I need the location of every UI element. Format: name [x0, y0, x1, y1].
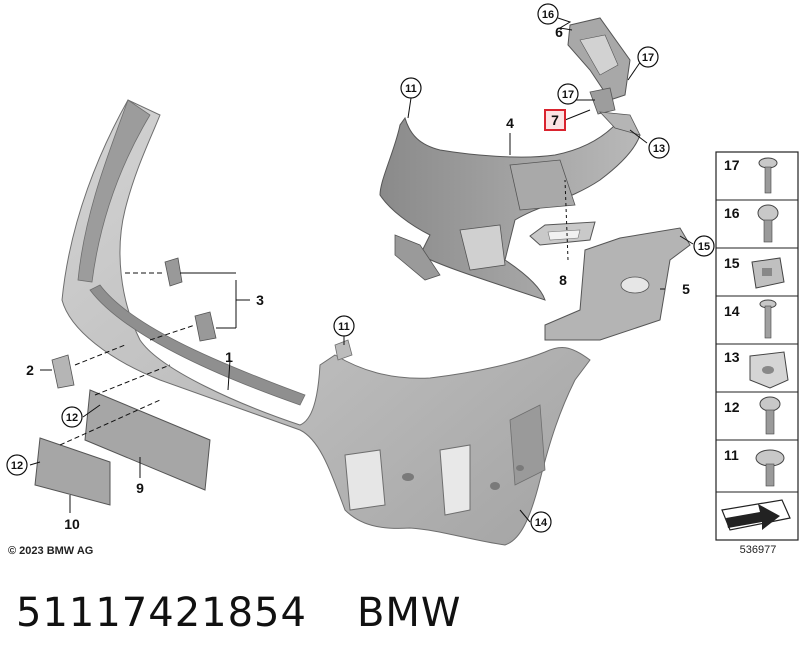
parts-diagram: 16 17 11 17 13 15 11 12 12 14 1 2 3 4 5 …	[6, 3, 799, 557]
brand-name: BMW	[356, 590, 462, 636]
label-2: 2	[26, 362, 34, 378]
svg-text:16: 16	[724, 205, 740, 221]
legend-item-14: 14	[724, 299, 777, 339]
support-carrier	[379, 116, 641, 301]
plate-10	[34, 437, 111, 506]
holders-3	[164, 257, 217, 342]
screw-head-icon	[759, 396, 781, 412]
callout-15: 15	[693, 235, 715, 257]
callout-14: 14	[530, 511, 552, 533]
legend-item-17: 17	[724, 157, 778, 194]
screw-shaft-icon	[763, 219, 773, 243]
callout-13: 13	[648, 137, 670, 159]
direction-arrow-icon	[721, 499, 791, 531]
legend-item-13: 13	[724, 349, 789, 389]
svg-text:12: 12	[724, 399, 740, 415]
legend-item-15: 15	[724, 255, 785, 289]
plate-9	[84, 389, 211, 491]
cover-2	[51, 354, 75, 389]
screw-head-icon	[757, 204, 779, 222]
svg-text:14: 14	[724, 303, 740, 319]
screw-head-icon	[758, 157, 778, 169]
label-1: 1	[225, 349, 233, 365]
label-3: 3	[256, 292, 264, 308]
bumper-cover	[61, 99, 591, 546]
screw-shaft-icon	[764, 166, 772, 194]
part-8	[529, 221, 596, 246]
callout-11a: 11	[400, 77, 422, 99]
callout-16: 16	[537, 3, 559, 25]
legend-item-12: 12	[724, 396, 781, 435]
svg-text:13: 13	[724, 349, 740, 365]
fastener-legend: 17 16 15 14 13 12 11	[715, 151, 799, 541]
label-9: 9	[136, 480, 144, 496]
callout-17b: 17	[557, 83, 579, 105]
diagram-number: 536977	[740, 544, 777, 556]
label-4: 4	[506, 115, 514, 131]
label-10: 10	[64, 516, 80, 532]
callout-16-leader	[557, 17, 573, 31]
washer-screw-icon	[755, 449, 785, 467]
svg-text:12: 12	[11, 460, 23, 472]
svg-text:12: 12	[66, 412, 78, 424]
bracket-6	[567, 17, 631, 101]
callout-12b: 12	[6, 454, 28, 476]
svg-text:11: 11	[724, 447, 739, 463]
callout-11b: 11	[333, 315, 355, 337]
rivet-shaft-icon	[764, 305, 772, 339]
svg-text:13: 13	[653, 143, 665, 155]
copyright: © 2023 BMW AG	[8, 545, 93, 557]
guide-7	[589, 87, 641, 136]
label-6: 6	[555, 24, 563, 40]
svg-text:14: 14	[535, 517, 548, 529]
svg-text:11: 11	[338, 321, 350, 333]
label-8: 8	[559, 272, 567, 288]
svg-text:17: 17	[562, 89, 574, 101]
svg-text:11: 11	[405, 83, 417, 95]
svg-text:17: 17	[724, 157, 740, 173]
label-7-highlighted: 7	[544, 109, 566, 131]
svg-text:16: 16	[542, 9, 554, 21]
callout-17a: 17	[637, 46, 659, 68]
leader-lines	[29, 60, 694, 523]
svg-text:15: 15	[698, 241, 710, 253]
callout-12a: 12	[61, 406, 83, 428]
svg-text:17: 17	[642, 52, 654, 64]
part-number: 51117421854	[16, 590, 307, 636]
screw-shaft-icon	[765, 409, 775, 435]
svg-text:15: 15	[724, 255, 740, 271]
label-5: 5	[682, 281, 690, 297]
part-number-footer: 51117421854 BMW	[16, 590, 461, 636]
side-bracket-5	[544, 227, 691, 341]
legend-item-11: 11	[724, 447, 785, 487]
legend-item-16: 16	[724, 204, 779, 243]
svg-text:7: 7	[551, 112, 559, 128]
